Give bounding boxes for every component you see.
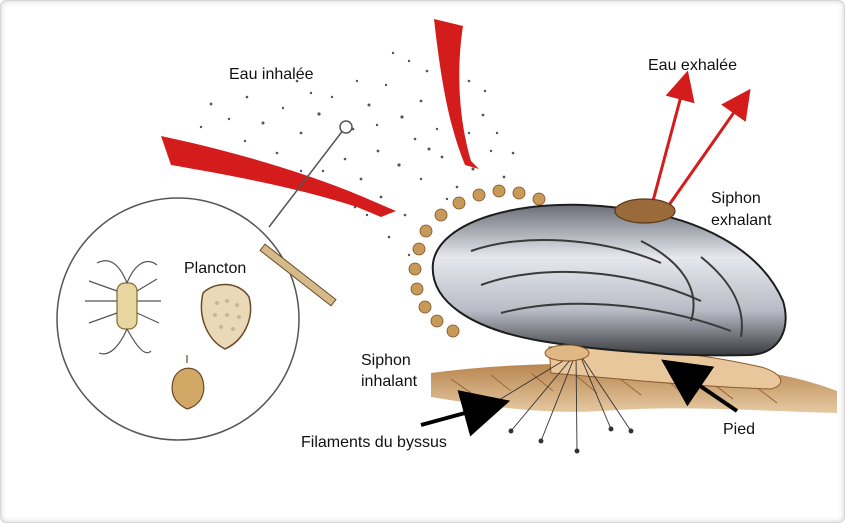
inhalant-siphon — [545, 345, 589, 361]
arrow-filaments — [421, 407, 487, 425]
label-siphon-inhalant-line1: Siphon — [361, 351, 411, 371]
label-eau-inhalee: Eau inhalée — [229, 65, 314, 85]
outflow-arrow-1 — [653, 85, 684, 201]
label-eau-exhalee: Eau exhalée — [648, 56, 737, 76]
label-siphon-inhalant-line2: inhalant — [361, 372, 417, 392]
label-siphon-exhalant-line2: exhalant — [711, 211, 772, 231]
inflow-arrow-top — [434, 19, 479, 169]
label-plancton: Plancton — [184, 259, 246, 279]
label-filaments-byssus: Filaments du byssus — [301, 433, 447, 453]
label-pied: Pied — [723, 420, 755, 440]
magnifier-circle — [57, 198, 299, 440]
exhalant-siphon — [615, 199, 675, 223]
label-siphon-exhalant-line1: Siphon — [711, 189, 761, 209]
magnifier-point — [340, 121, 352, 133]
